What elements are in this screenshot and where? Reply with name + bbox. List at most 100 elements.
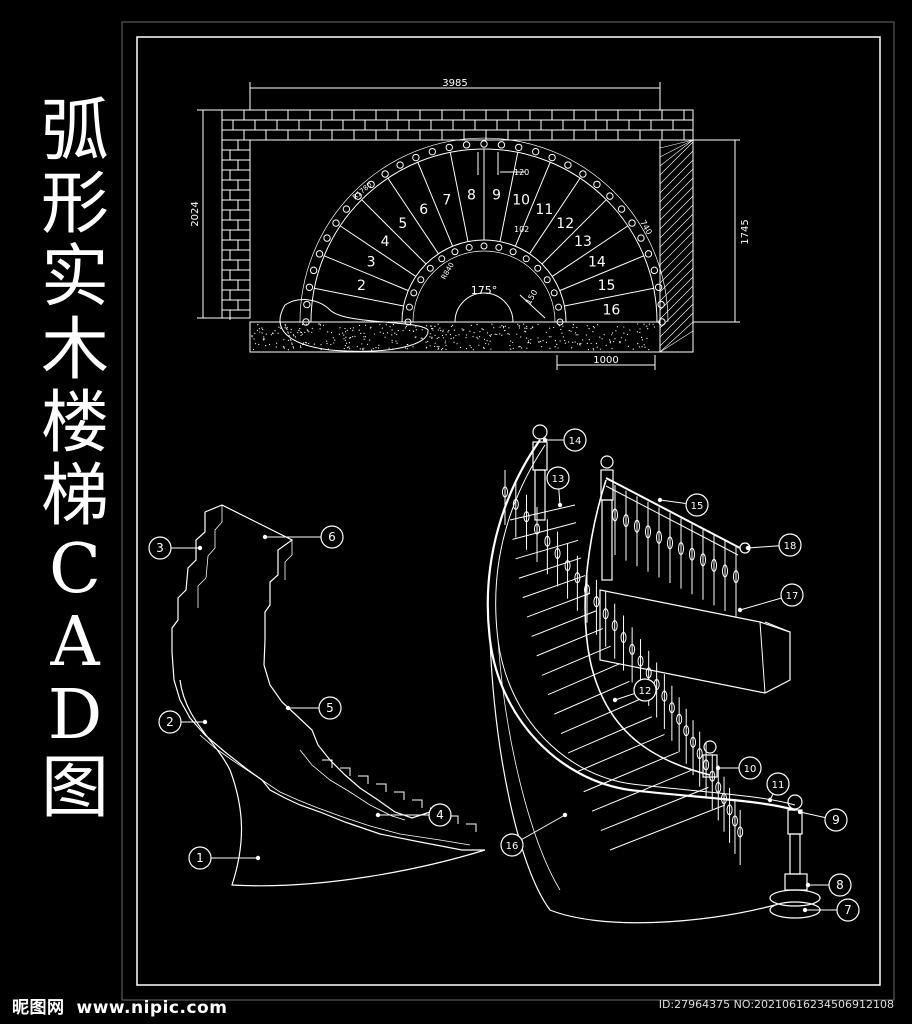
step-number: 15 — [598, 278, 616, 294]
inner-handrail — [584, 479, 711, 776]
iso-tread — [567, 716, 653, 754]
step-number: 4 — [381, 234, 390, 250]
callout-number: 13 — [552, 474, 565, 485]
inner-stringer — [204, 504, 431, 819]
plan-baluster — [381, 170, 389, 178]
plan-baluster — [417, 276, 425, 284]
plan-baluster — [495, 243, 503, 251]
small-dim: 150 — [524, 288, 539, 306]
small-dim: 740 — [638, 219, 653, 237]
iso-tread — [526, 592, 591, 618]
plan-baluster — [342, 205, 351, 213]
step-number: 5 — [398, 216, 407, 232]
plan-baluster — [644, 250, 653, 258]
callout-bubble — [188, 846, 212, 870]
plan-baluster — [555, 303, 563, 311]
step-number: 10 — [512, 193, 530, 209]
iso-tread — [518, 557, 582, 579]
plan-baluster — [531, 147, 540, 156]
plan-baluster — [462, 141, 471, 149]
callout-number: 1 — [196, 851, 204, 865]
watermark-logo: 昵图网 www.nipic.com — [12, 993, 227, 1018]
callout-bubble — [158, 710, 182, 734]
logo-text: 昵图网 — [12, 998, 65, 1018]
plan-baluster — [650, 266, 659, 275]
plan-baluster — [309, 266, 318, 275]
stair-treads — [311, 149, 657, 323]
iso-tread — [560, 698, 641, 734]
iso-tread — [541, 645, 611, 676]
step-number: 14 — [588, 255, 606, 271]
angle-label: 175° — [471, 284, 498, 297]
plan-baluster — [548, 153, 556, 162]
plan-baluster — [438, 255, 446, 263]
callout-bubble — [766, 772, 790, 796]
iso-tread — [591, 769, 694, 812]
floor-slab — [249, 321, 661, 353]
outer-frame — [121, 21, 895, 1001]
plan-view — [197, 82, 740, 370]
plan-baluster — [658, 318, 666, 326]
stringer-steps — [322, 759, 477, 832]
step-number: 3 — [367, 255, 376, 271]
plan-baluster — [367, 180, 375, 189]
step-number: 7 — [442, 193, 451, 209]
stringer-step — [322, 759, 333, 768]
plan-baluster — [556, 318, 564, 326]
image-id: ID:27964375 NO:20210616234506912108 — [658, 998, 894, 1011]
title-char: C — [48, 530, 102, 609]
plan-baluster — [497, 141, 506, 149]
plan-baluster — [606, 192, 614, 200]
step-number: 12 — [556, 216, 574, 232]
plan-baluster — [302, 318, 310, 326]
title-char: 梯 — [40, 457, 109, 536]
newel-post-upper — [600, 455, 614, 581]
callout-number: 2 — [166, 715, 174, 729]
callout-number: 14 — [569, 436, 582, 447]
plan-baluster — [305, 283, 314, 291]
title-char: 图 — [40, 749, 109, 828]
iso-tread — [583, 751, 679, 793]
outer-handrail — [486, 439, 796, 812]
iso-tread — [609, 804, 726, 851]
site-url: www.nipic.com — [76, 998, 228, 1018]
newel-post-bottom — [769, 794, 821, 919]
callout-number: 9 — [832, 813, 840, 827]
plan-baluster — [465, 243, 473, 251]
callout-bubble — [780, 583, 804, 607]
dim-bottom: 1000 — [593, 355, 618, 366]
plan-baluster — [480, 140, 488, 148]
plan-baluster — [445, 143, 453, 152]
callout-bubble — [546, 466, 570, 490]
title-char: D — [47, 676, 103, 755]
stringer-view — [171, 504, 486, 887]
plan-baluster — [410, 289, 418, 297]
plan-baluster — [323, 234, 331, 242]
stringer-step — [376, 783, 387, 792]
plan-baluster — [509, 248, 517, 256]
newel-post-mid — [702, 740, 718, 778]
callout-number: 6 — [328, 530, 336, 544]
plan-baluster — [617, 205, 626, 213]
callout-number: 8 — [836, 878, 844, 892]
step-number: 6 — [419, 202, 428, 218]
drawing-title: 弧 形 实 木 楼 梯 C A D 图 — [30, 95, 120, 825]
callout-bubble — [828, 873, 852, 897]
dim-height-left: 2024 — [190, 201, 201, 226]
plan-baluster — [428, 147, 437, 156]
callout-bubble — [500, 833, 524, 857]
callout-bubble — [836, 898, 860, 922]
title-char: 弧 — [40, 92, 109, 171]
plan-baluster — [564, 161, 572, 169]
step-number: 11 — [535, 202, 553, 218]
callout-number: 3 — [156, 541, 164, 555]
plan-baluster — [426, 264, 434, 272]
stringer-step — [466, 823, 477, 832]
iso-tread — [531, 610, 597, 637]
small-dim: 102 — [514, 225, 529, 234]
callout-bubble — [148, 536, 172, 560]
callout-bubble — [563, 428, 587, 452]
callout-number: 4 — [436, 808, 444, 822]
